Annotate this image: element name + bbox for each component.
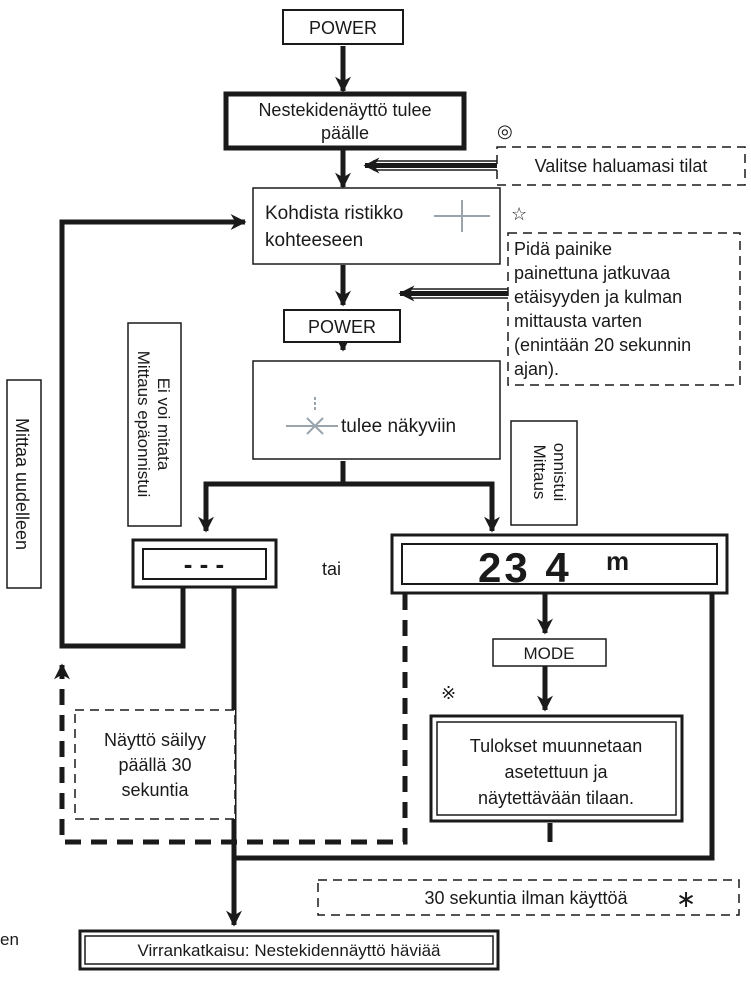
idle-note: 30 sekuntia ilman käyttöä ∗ [317, 879, 740, 916]
success-label: Mittaus onnistui [510, 420, 578, 526]
results-line-1: Tulokset muunnetaan [470, 736, 642, 756]
display-hold-line-3: sekuntia [121, 780, 189, 800]
power-button-top[interactable]: POWER [282, 9, 404, 45]
success-label-line-2: onnistui [550, 443, 569, 502]
success-display-unit: m [606, 546, 629, 576]
hold-button-note: Pidä painike painettuna jatkuvaa etäisyy… [507, 232, 741, 386]
power-second-label: POWER [308, 317, 376, 337]
lcd-on-line-1: Nestekidenäyttö tulee [258, 100, 431, 120]
aim-box: Kohdista ristikko kohteeseen [252, 187, 501, 265]
aim-line-1: Kohdista ristikko [265, 203, 403, 224]
power-button-second[interactable]: POWER [283, 309, 401, 343]
connectors [53, 46, 715, 927]
success-display: 23 4 m [390, 533, 729, 595]
remeasure-label: Mittaa uudelleen [6, 379, 42, 589]
hold-line-4: mittausta varten [514, 311, 642, 331]
star-mark: ☆ [511, 204, 527, 224]
dashed-hold-loop [53, 594, 408, 845]
fail-display: - - - [131, 538, 278, 589]
reference-mark: ※ [441, 683, 456, 703]
circle-mark: ◎ [497, 121, 513, 141]
remeasure-loop [59, 213, 247, 649]
success-display-value: 23 4 [478, 544, 572, 591]
line-success-to-power-off [234, 594, 715, 861]
reticle-icon [286, 397, 338, 435]
lcd-on-line-2: päälle [321, 123, 369, 143]
display-hold-line-1: Näyttö säilyy [104, 730, 206, 750]
hold-line-6: ajan). [514, 359, 559, 379]
display-hold-note: Näyttö säilyy päällä 30 sekuntia [74, 709, 236, 820]
arrow-to-fail-display [197, 481, 343, 533]
reticle-appears-box: tulee näkyviin [252, 360, 501, 460]
or-label: tai [322, 559, 341, 579]
hold-line-3: etäisyyden ja kulman [514, 287, 682, 307]
fail-label-line-1: Mittaus epäonnistui [134, 351, 153, 497]
arrow-to-success-display [343, 481, 501, 533]
hold-line-2: painettuna jatkuvaa [514, 263, 671, 283]
results-line-3: näytettävään tilaan. [478, 788, 634, 808]
hold-line-1: Pidä painike [514, 239, 612, 259]
success-label-line-1: Mittaus [530, 445, 549, 500]
crosshair-icon [434, 200, 490, 232]
results-box: Tulokset muunnetaan asetettuun ja näytet… [429, 714, 684, 823]
fail-label-line-2: Ei voi mitata [154, 378, 173, 471]
mode-label: MODE [524, 644, 575, 663]
display-hold-line-2: päällä 30 [118, 755, 191, 775]
hold-line-5: (enintään 20 sekunnin [514, 335, 691, 355]
select-modes-text: Valitse haluamasi tilat [535, 156, 708, 176]
appears-label: tulee näkyviin [341, 416, 456, 437]
power-off-box: Virrankatkaisu: Nestekidennäyttö häviää [78, 929, 500, 971]
mode-button[interactable]: MODE [492, 638, 607, 667]
remeasure-text: Mittaa uudelleen [12, 418, 32, 550]
aim-line-2: kohteeseen [265, 230, 363, 251]
results-line-2: asetettuun ja [504, 762, 608, 782]
power-off-label: Virrankatkaisu: Nestekidennäyttö häviää [137, 941, 441, 960]
idle-text: 30 sekuntia ilman käyttöä [424, 888, 628, 908]
edge-text: en [0, 930, 19, 949]
power-top-label: POWER [309, 18, 377, 38]
asterisk-mark: ∗ [676, 886, 696, 913]
lcd-on-box: Nestekidenäyttö tulee päälle [223, 91, 467, 151]
fail-display-value: - - - [184, 549, 224, 579]
fail-label: Mittaus epäonnistui Ei voi mitata [127, 322, 182, 527]
select-modes-note: Valitse haluamasi tilat [496, 146, 746, 186]
